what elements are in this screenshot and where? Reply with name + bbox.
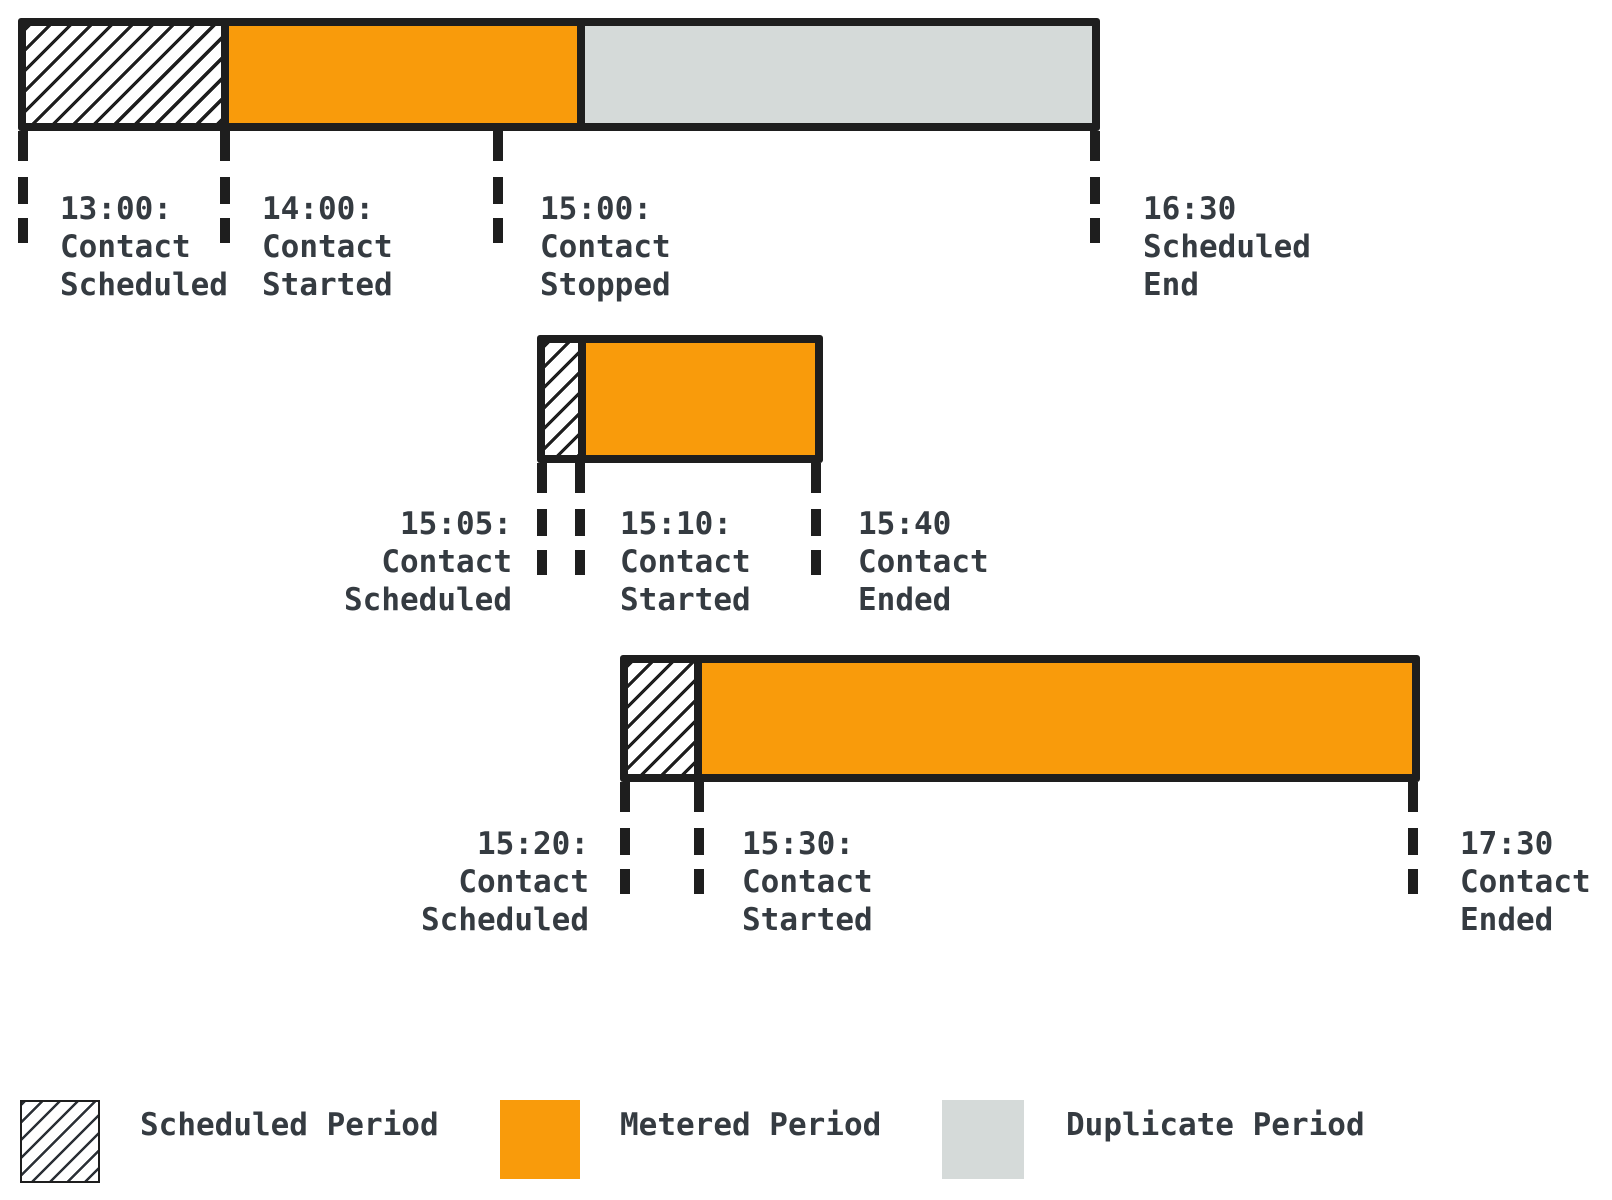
tick-mark (694, 782, 704, 894)
tick-mark (811, 463, 821, 575)
duplicate-period-segment (585, 26, 1092, 123)
legend-label: Scheduled Period (140, 1107, 439, 1143)
event-label: 15:00: Contact Stopped (540, 191, 671, 303)
contact-timeline-3 (620, 655, 1420, 782)
tick-mark (620, 782, 630, 894)
gray-period-swatch (942, 1100, 1024, 1179)
tick-mark (575, 463, 585, 575)
orange-period-swatch (500, 1100, 580, 1179)
tick-mark (220, 131, 230, 243)
scheduled-period-segment (628, 663, 694, 774)
event-label: 16:30 Scheduled End (1143, 191, 1311, 303)
tick-mark (1090, 131, 1100, 243)
event-label: 17:30 Contact Ended (1460, 826, 1591, 938)
metered-period-segment (702, 663, 1412, 774)
hatched-period-swatch (20, 1100, 100, 1183)
event-label: 15:05: Contact Scheduled (344, 506, 512, 618)
event-label: 13:00: Contact Scheduled (60, 191, 228, 303)
tick-mark (18, 131, 28, 243)
event-label: 14:00: Contact Started (262, 191, 393, 303)
contact-timeline-1 (18, 18, 1100, 131)
metered-period-segment (586, 343, 815, 455)
legend-label: Metered Period (620, 1107, 882, 1143)
tick-mark (537, 463, 547, 575)
tick-mark (493, 131, 503, 243)
event-label: 15:20: Contact Scheduled (421, 826, 589, 938)
tick-mark (1408, 782, 1418, 894)
scheduled-period-segment (545, 343, 578, 455)
metered-period-segment (229, 26, 577, 123)
scheduled-period-segment (26, 26, 221, 123)
legend-label: Duplicate Period (1066, 1107, 1365, 1143)
contact-timeline-2 (537, 335, 823, 463)
event-label: 15:30: Contact Started (742, 826, 873, 938)
event-label: 15:40 Contact Ended (858, 506, 989, 618)
event-label: 15:10: Contact Started (620, 506, 751, 618)
